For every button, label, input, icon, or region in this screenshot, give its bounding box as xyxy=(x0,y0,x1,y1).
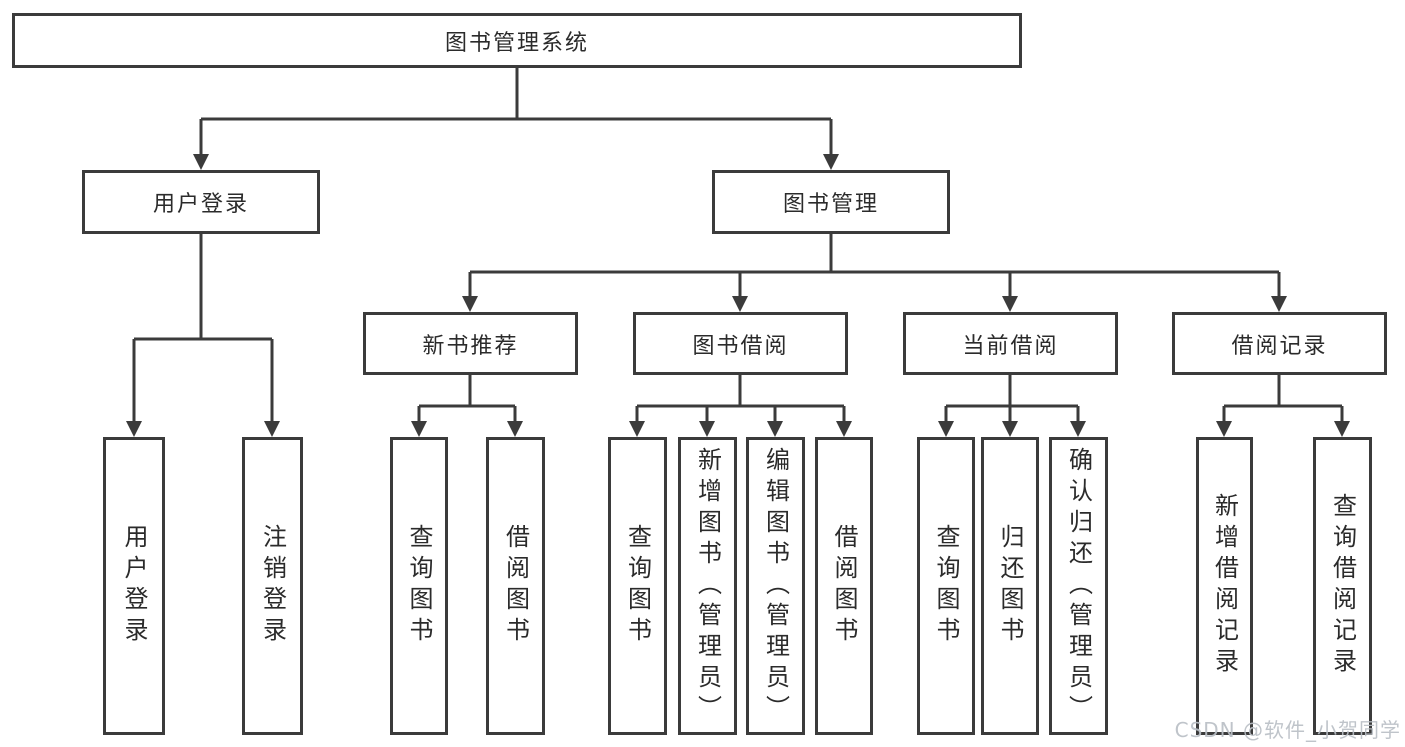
leaf-confirm-return-admin: 确认归还（管理员） xyxy=(1049,437,1108,735)
node-book-management: 图书管理 xyxy=(712,170,950,234)
node-borrowing-records-label: 借阅记录 xyxy=(1231,333,1328,359)
leaf-confirm-return-admin-label: 确认归还（管理员） xyxy=(1064,446,1093,726)
leaf-query-books-recommend-label: 查询图书 xyxy=(405,524,433,648)
leaf-add-borrow-record-label: 新增借阅记录 xyxy=(1210,493,1239,679)
leaf-borrow-books-borrowing-label: 借阅图书 xyxy=(830,524,858,648)
node-root: 图书管理系统 xyxy=(12,13,1022,68)
leaf-query-books-borrowing-label: 查询图书 xyxy=(623,524,652,648)
leaf-edit-book-admin-label: 编辑图书（管理员） xyxy=(761,446,790,726)
leaf-query-books-recommend: 查询图书 xyxy=(390,437,448,735)
node-current-borrowing-label: 当前借阅 xyxy=(962,333,1059,359)
leaf-query-books-current: 查询图书 xyxy=(917,437,975,735)
node-borrowing-records: 借阅记录 xyxy=(1172,312,1387,375)
leaf-return-books: 归还图书 xyxy=(981,437,1039,735)
watermark: CSDN @软件_小贺同学 xyxy=(1174,718,1401,742)
leaf-query-borrow-record-label: 查询借阅记录 xyxy=(1328,493,1357,679)
leaf-borrow-books-borrowing: 借阅图书 xyxy=(815,437,873,735)
node-book-management-label: 图书管理 xyxy=(782,192,879,217)
node-book-borrowing-label: 图书借阅 xyxy=(692,333,789,359)
leaf-add-book-admin-label: 新增图书（管理员） xyxy=(693,446,722,726)
leaf-add-borrow-record: 新增借阅记录 xyxy=(1196,437,1253,735)
node-book-borrowing: 图书借阅 xyxy=(633,312,848,375)
leaf-borrow-books-recommend: 借阅图书 xyxy=(486,437,545,735)
leaf-user-login-label: 用户登录 xyxy=(120,524,148,648)
leaf-logout-label: 注销登录 xyxy=(258,524,287,648)
node-current-borrowing: 当前借阅 xyxy=(903,312,1118,375)
node-new-book-recommendation-label: 新书推荐 xyxy=(422,333,519,359)
leaf-borrow-books-recommend-label: 借阅图书 xyxy=(501,524,530,648)
node-user-login-branch-label: 用户登录 xyxy=(152,192,249,217)
leaf-query-books-current-label: 查询图书 xyxy=(932,524,960,648)
leaf-return-books-label: 归还图书 xyxy=(996,524,1024,648)
node-user-login-branch: 用户登录 xyxy=(82,170,320,234)
leaf-add-book-admin: 新增图书（管理员） xyxy=(678,437,737,735)
leaf-user-login: 用户登录 xyxy=(103,437,165,735)
leaf-query-books-borrowing: 查询图书 xyxy=(608,437,667,735)
node-root-label: 图书管理系统 xyxy=(444,30,589,56)
leaf-logout: 注销登录 xyxy=(242,437,303,735)
node-new-book-recommendation: 新书推荐 xyxy=(363,312,578,375)
leaf-query-borrow-record: 查询借阅记录 xyxy=(1313,437,1372,735)
leaf-edit-book-admin: 编辑图书（管理员） xyxy=(746,437,805,735)
